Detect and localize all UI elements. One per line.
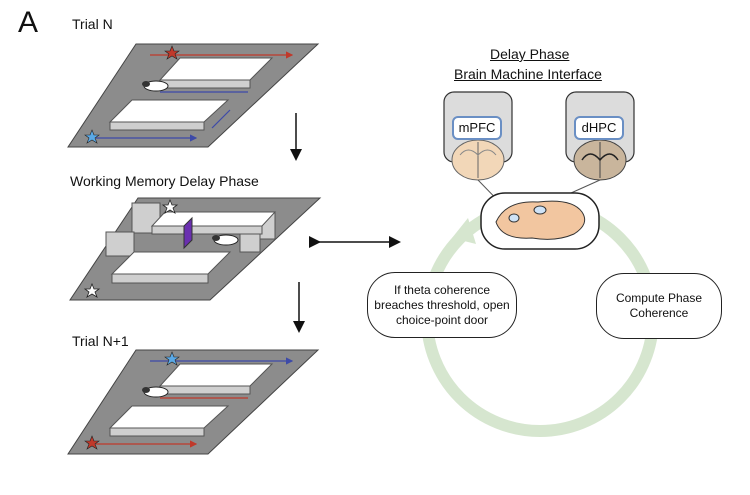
white-star-icon bbox=[161, 198, 179, 214]
bmi-title-line2: Brain Machine Interface bbox=[454, 66, 602, 82]
delay-phase-label: Working Memory Delay Phase bbox=[70, 173, 259, 189]
choice-door bbox=[183, 216, 193, 250]
coronal-slice-dhpc-icon bbox=[573, 139, 627, 181]
red-star-icon bbox=[84, 435, 100, 450]
maze-trial-n1 bbox=[67, 349, 320, 455]
rat-icon bbox=[212, 234, 239, 246]
blue-star-icon bbox=[164, 351, 180, 366]
compute-text: Compute Phase Coherence bbox=[615, 291, 703, 320]
rat-icon bbox=[142, 80, 169, 92]
bmi-title-line1: Delay Phase bbox=[490, 46, 570, 62]
trial-n1-label: Trial N+1 bbox=[72, 333, 129, 349]
panel-letter: A bbox=[18, 6, 39, 39]
threshold-text: If theta coherence breaches threshold, o… bbox=[374, 282, 510, 327]
dhpc-label: dHPC bbox=[574, 116, 624, 140]
coronal-slice-mpfc-icon bbox=[451, 139, 505, 181]
threshold-bubble: If theta coherence breaches threshold, o… bbox=[367, 272, 517, 338]
rat-icon bbox=[142, 386, 169, 398]
sagittal-brain-icon bbox=[495, 200, 586, 240]
trial-n-label: Trial N bbox=[72, 16, 113, 32]
maze-delay-phase bbox=[69, 197, 322, 301]
red-star-icon bbox=[164, 45, 180, 60]
blue-star-icon bbox=[84, 129, 100, 144]
maze-trial-n bbox=[67, 43, 320, 148]
mpfc-label: mPFC bbox=[452, 116, 502, 140]
white-star-icon bbox=[83, 282, 101, 298]
compute-coherence-bubble: Compute Phase Coherence bbox=[596, 273, 722, 339]
cycle-arrowhead bbox=[452, 218, 476, 244]
